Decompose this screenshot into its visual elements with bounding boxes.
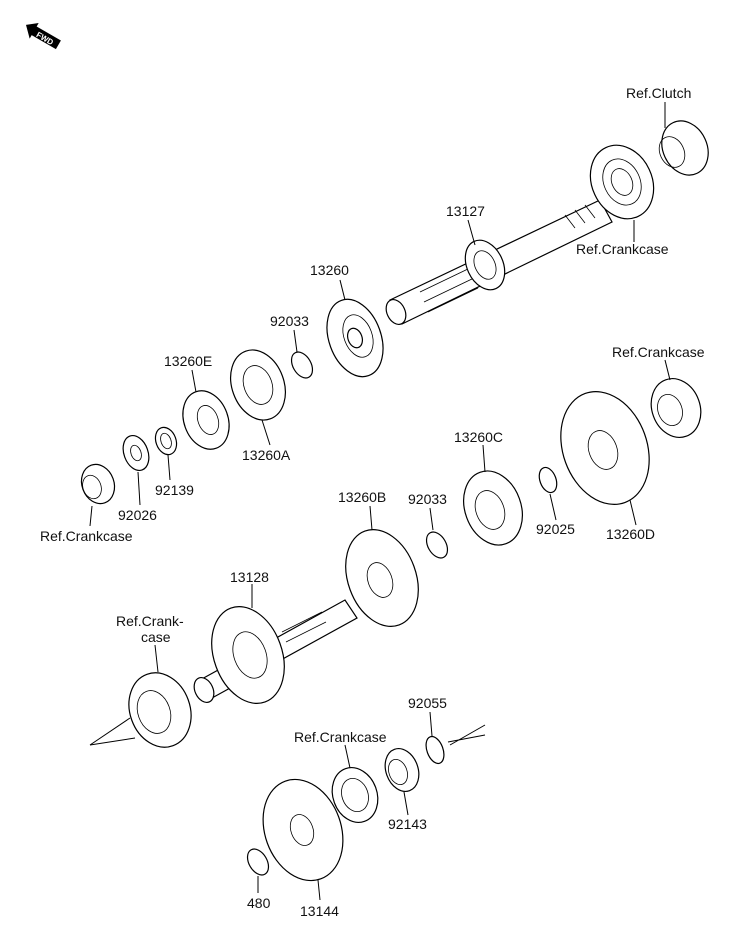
washer-92025 bbox=[538, 466, 558, 494]
bushing-ref-clutch bbox=[661, 120, 709, 176]
bearing-ref-crankcase-lower-left bbox=[89, 672, 192, 748]
label-13128: 13128 bbox=[230, 569, 269, 585]
part-labels: Ref.Clutch Ref.Crankcase 13127 13260 920… bbox=[40, 85, 705, 919]
circlip-480 bbox=[246, 848, 270, 876]
label-92026: 92026 bbox=[118, 507, 157, 523]
gear-13260D bbox=[560, 391, 650, 505]
label-13260A: 13260A bbox=[242, 447, 291, 463]
circlip-92033-upper bbox=[290, 351, 314, 379]
gear-13260 bbox=[326, 298, 384, 378]
bushing-92139 bbox=[154, 426, 178, 456]
needle-bearing-ref-crankcase-left bbox=[80, 463, 116, 505]
label-92139: 92139 bbox=[155, 482, 194, 498]
label-ref-crankcase-bottom: Ref.Crankcase bbox=[294, 729, 387, 745]
label-92033-upper: 92033 bbox=[270, 313, 309, 329]
label-13260: 13260 bbox=[310, 262, 349, 278]
gear-13260B bbox=[345, 528, 419, 628]
label-480: 480 bbox=[247, 895, 271, 911]
label-13260C: 13260C bbox=[454, 429, 503, 445]
bearing-ref-crankcase-top bbox=[589, 144, 655, 220]
label-13260E: 13260E bbox=[164, 353, 212, 369]
bearing-ref-crankcase-right bbox=[650, 378, 702, 438]
circlip-92055 bbox=[425, 735, 445, 765]
label-13144: 13144 bbox=[300, 903, 339, 919]
label-ref-clutch: Ref.Clutch bbox=[626, 85, 691, 101]
seal-ref-crankcase-bottom bbox=[331, 767, 379, 823]
label-92143: 92143 bbox=[388, 816, 427, 832]
label-92025: 92025 bbox=[536, 521, 575, 537]
label-13260D: 13260D bbox=[606, 526, 655, 542]
label-ref-crank-line1: Ref.Crank- bbox=[116, 613, 184, 629]
leader-lines bbox=[89, 102, 671, 901]
gear-13260A bbox=[230, 349, 286, 421]
label-ref-crankcase-right: Ref.Crankcase bbox=[612, 344, 705, 360]
label-92055: 92055 bbox=[408, 695, 447, 711]
gear-13128 bbox=[211, 605, 285, 705]
output-shaft-assembly bbox=[193, 599, 358, 705]
label-13127: 13127 bbox=[446, 203, 485, 219]
fwd-arrow-icon: FWD bbox=[26, 23, 61, 50]
label-ref-crankcase-top: Ref.Crankcase bbox=[576, 241, 669, 257]
washer-92026 bbox=[122, 434, 150, 472]
label-13260B: 13260B bbox=[338, 489, 386, 505]
gear-13260C bbox=[463, 470, 523, 546]
collar-92143 bbox=[384, 748, 420, 792]
input-shaft-assembly bbox=[385, 120, 709, 325]
label-ref-crank-line2: case bbox=[141, 629, 171, 645]
circlip-92033-lower bbox=[425, 531, 449, 559]
label-ref-crankcase-left: Ref.Crankcase bbox=[40, 528, 133, 544]
gear-13260E bbox=[182, 390, 230, 450]
label-92033-lower: 92033 bbox=[408, 491, 447, 507]
sprocket-13144 bbox=[262, 778, 344, 882]
